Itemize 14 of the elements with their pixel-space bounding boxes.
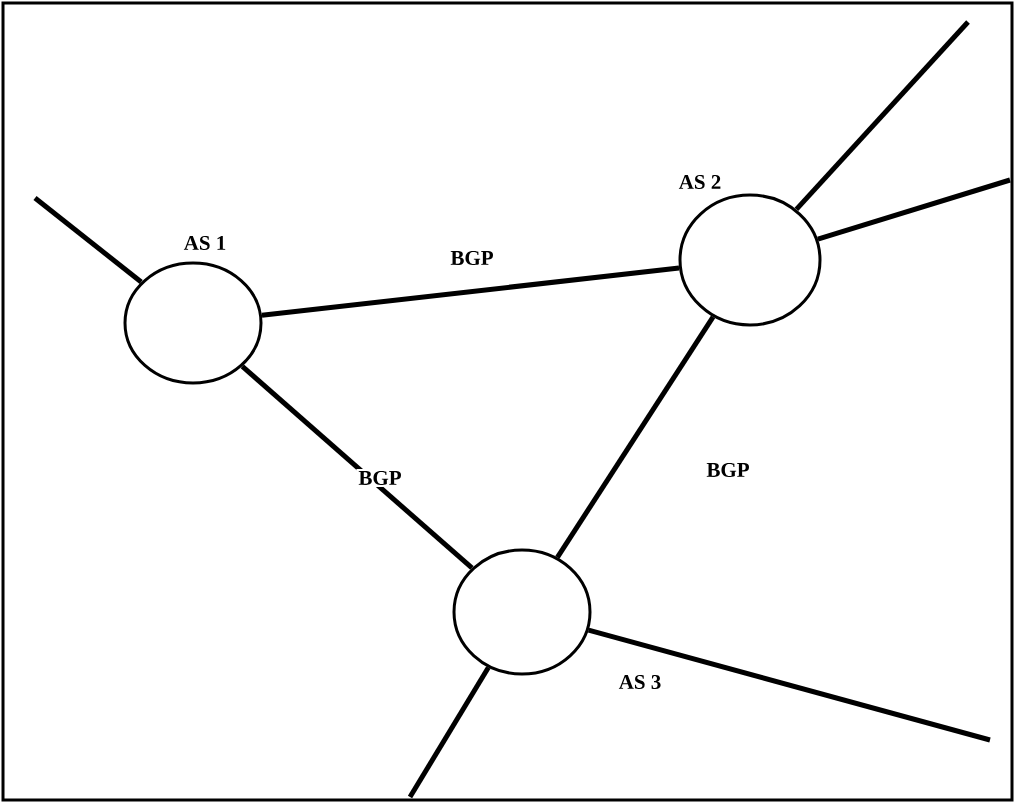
link-line [555,315,716,559]
edge-label: BGP [704,460,752,480]
node-label: AS 2 [678,174,721,190]
node-label: AS 1 [183,235,226,251]
link-line [261,265,680,318]
link-line [794,20,970,212]
link-line [33,196,143,284]
link-line [407,666,491,799]
edge-label: BGP [448,248,496,268]
edge-label: BGP [356,468,404,488]
link-line [587,627,991,743]
link-line [240,364,474,570]
node-label: AS 3 [618,674,661,690]
link-line [817,177,1011,242]
